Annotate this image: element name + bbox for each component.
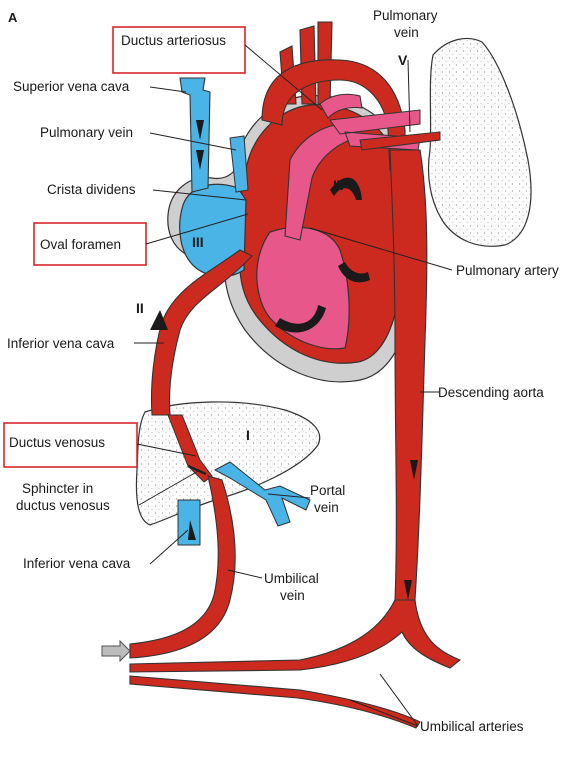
label-portal-vein-line1: Portal <box>310 483 345 498</box>
label-inferior-vena-cava-lower: Inferior vena cava <box>23 556 131 571</box>
label-umbilical-arteries: Umbilical arteries <box>420 719 524 734</box>
superior-vena-cava-vessel <box>179 77 211 193</box>
label-umbilical-vein-line1: Umbilical <box>264 571 319 586</box>
numeral-ii: II <box>136 300 144 316</box>
label-umbilical-vein-line2: vein <box>280 588 305 603</box>
umbilical-arteries-vessel <box>129 675 421 729</box>
numeral-i: I <box>246 427 250 443</box>
label-pulmonary-artery: Pulmonary artery <box>456 263 559 278</box>
label-pulmonary-vein-left: Pulmonary vein <box>40 125 133 140</box>
label-ductus-venosus: Ductus venosus <box>9 435 105 450</box>
label-superior-vena-cava: Superior vena cava <box>13 79 130 94</box>
highlight-box-ductus-arteriosus <box>112 26 246 74</box>
label-oval-foramen: Oval foramen <box>40 237 121 252</box>
label-sphincter-line1: Sphincter in <box>22 481 93 496</box>
label-inferior-vena-cava-upper: Inferior vena cava <box>7 336 115 351</box>
label-portal-vein-line2: vein <box>314 500 339 515</box>
lung <box>427 37 532 247</box>
label-sphincter-line2: ductus venosus <box>16 498 110 513</box>
panel-letter: A <box>8 10 18 25</box>
numeral-v: V <box>398 52 408 68</box>
portal-vein-vessel <box>213 461 311 527</box>
pulmonary-vein-vessel <box>359 131 441 151</box>
label-crista-dividens: Crista dividens <box>47 182 136 197</box>
umbilical-vein-vessel <box>129 475 236 659</box>
placenta-inflow-arrow <box>101 639 131 663</box>
leader-lines <box>134 44 453 727</box>
flow-arrows <box>150 120 418 600</box>
numeral-iii: III <box>192 234 204 250</box>
ductus-arteriosus-vessel <box>319 93 363 119</box>
descending-aorta <box>389 149 428 601</box>
label-pulmonary-vein-top-line1: Pulmonary <box>373 8 438 23</box>
label-ductus-arteriosus: Ductus arteriosus <box>121 33 226 48</box>
label-descending-aorta: Descending aorta <box>438 385 544 400</box>
label-pulmonary-vein-top-line2: vein <box>394 25 419 40</box>
sphincter <box>187 464 207 476</box>
highlight-box-ductus-venosus <box>3 422 138 468</box>
aortic-bifurcation <box>129 599 462 673</box>
numeral-iv: IV <box>333 177 347 193</box>
